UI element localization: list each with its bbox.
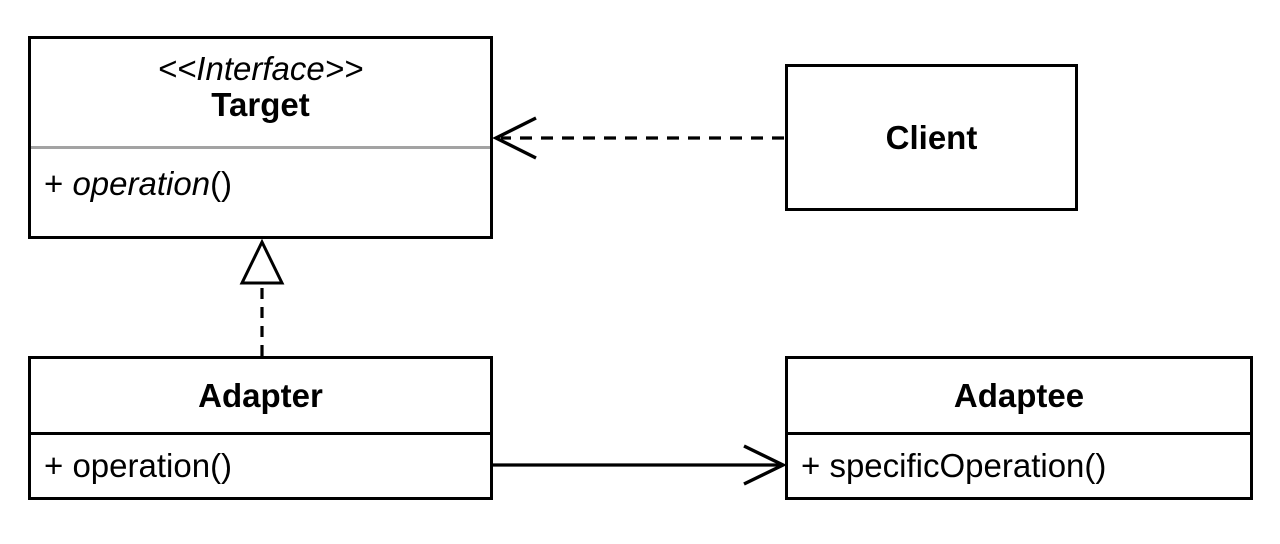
class-name-client: Client [885, 118, 978, 156]
method-params: () [210, 165, 233, 202]
method-visibility: + [44, 447, 73, 484]
stereotype-label: <<Interface>> [157, 49, 364, 87]
method-compartment-adapter: + operation() [31, 435, 490, 497]
method-compartment-adaptee: + specificOperation() [788, 435, 1250, 497]
class-box-client: Client [785, 64, 1078, 211]
class-name-target: Target [211, 85, 310, 123]
class-header-target: <<Interface>> Target [31, 39, 490, 149]
class-box-adapter: Adapter + operation() [28, 356, 493, 500]
method-name: operation [72, 165, 211, 202]
method-adaptee-specific-operation: + specificOperation() [801, 447, 1106, 485]
method-params: () [210, 447, 233, 484]
method-name: specificOperation [829, 447, 1085, 484]
class-box-target: <<Interface>> Target + operation() [28, 36, 493, 239]
class-name-adaptee: Adaptee [953, 376, 1085, 414]
class-header-adapter: Adapter [31, 359, 490, 435]
method-visibility: + [801, 447, 830, 484]
class-box-adaptee: Adaptee + specificOperation() [785, 356, 1253, 500]
method-visibility: + [44, 165, 73, 202]
class-header-adaptee: Adaptee [788, 359, 1250, 435]
method-target-operation: + operation() [44, 165, 232, 203]
method-params: () [1084, 447, 1107, 484]
dependency-arrow-client-to-target [492, 116, 784, 160]
class-name-adapter: Adapter [198, 376, 323, 414]
realization-arrow-adapter-to-target [239, 238, 285, 356]
method-compartment-target: + operation() [31, 149, 490, 236]
association-arrow-adapter-to-adaptee [493, 444, 787, 486]
method-adapter-operation: + operation() [44, 447, 232, 485]
method-name: operation [72, 447, 211, 484]
class-header-client: Client [788, 67, 1075, 208]
